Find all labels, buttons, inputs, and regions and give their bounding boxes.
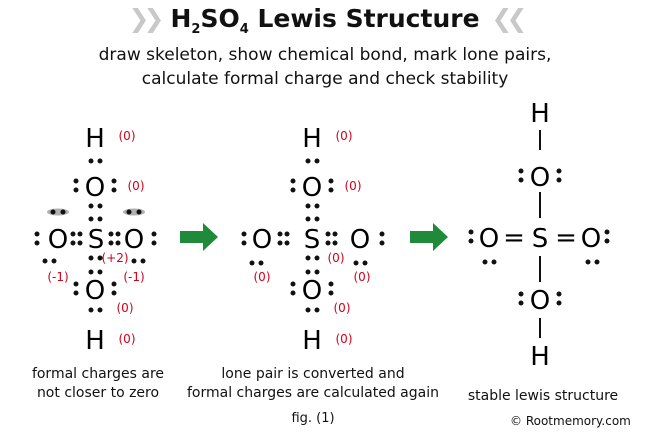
lone-pairs-o-top	[73, 158, 117, 209]
caption-middle-line-1: lone pair is converted and	[221, 366, 405, 382]
page-title: ❯❯H2SO4 Lewis Structure❮❮	[0, 4, 650, 37]
lone-pairs-o-side-3	[468, 229, 610, 265]
atom-o-top-2: O	[302, 173, 322, 203]
charge-o-left-2: (0)	[254, 270, 271, 284]
bond-double-left: =	[503, 223, 525, 253]
atom-o-bottom-3: O	[530, 286, 550, 316]
atom-h-bottom-3: H	[530, 342, 550, 372]
atom-o-bottom-2: O	[302, 276, 322, 306]
atom-s-3: S	[532, 224, 549, 254]
atom-o-top-3: O	[530, 163, 550, 193]
atom-o-right: O	[124, 225, 144, 255]
charge-s: (+2)	[101, 251, 128, 265]
charge-s-2: (0)	[328, 251, 345, 265]
atom-o-left-3: O	[479, 224, 499, 254]
atom-o-left-2: O	[252, 225, 272, 255]
atom-h-top-3: H	[530, 99, 550, 129]
lone-pairs-o-top-3	[518, 168, 562, 183]
charge-h-top-2: (0)	[336, 129, 353, 143]
arrow-right-icon	[410, 223, 448, 251]
atom-o-right-3: O	[581, 224, 601, 254]
charge-o-bottom: (0)	[117, 301, 134, 315]
formula-h: H	[170, 4, 192, 33]
atom-o-right-2: O	[350, 225, 370, 255]
atom-h-bottom-2: H	[302, 326, 322, 356]
subtitle-line-2: calculate formal charge and check stabil…	[141, 69, 509, 89]
atom-h-top: H	[85, 124, 105, 154]
caption-left: formal charges are not closer to zero	[18, 365, 178, 403]
structure-initial: H (0) O (0) O S	[34, 124, 157, 356]
formula-sub-4: 4	[239, 22, 249, 37]
caption-left-line-2: not closer to zero	[36, 385, 160, 401]
atom-s: S	[88, 225, 105, 255]
figure-label: fig. (1)	[291, 411, 335, 426]
lone-pairs-s-row-2	[241, 216, 385, 266]
copyright: © Rootmemory.com	[510, 414, 631, 428]
lone-pairs-o-bottom-2	[290, 269, 334, 313]
atom-h-top-2: H	[302, 124, 322, 154]
charge-o-top: (0)	[128, 179, 145, 193]
charge-o-bottom-2: (0)	[334, 301, 351, 315]
charge-o-right-2: (0)	[354, 270, 371, 284]
structure-converted: H (0) O (0) O S O (0) (0) (0)	[241, 124, 385, 356]
caption-right: stable lewis structure	[467, 388, 619, 404]
atom-o-top: O	[85, 173, 105, 203]
lone-pairs-o-bottom-3	[518, 291, 562, 306]
lone-pairs-s-row	[34, 216, 157, 264]
charge-o-right: (-1)	[123, 270, 144, 284]
formula-so: SO	[200, 4, 240, 33]
caption-middle: lone pair is converted and formal charge…	[178, 365, 448, 403]
caption-left-line-1: formal charges are	[31, 366, 165, 382]
charge-o-top-2: (0)	[345, 179, 362, 193]
charge-h-bottom-2: (0)	[336, 332, 353, 346]
charge-h-bottom: (0)	[119, 332, 136, 346]
charge-h-top: (0)	[119, 129, 136, 143]
atom-o-bottom: O	[85, 276, 105, 306]
caption-middle-line-2: formal charges are calculated again	[186, 385, 439, 401]
arrow-right-icon	[180, 223, 218, 251]
bond-double-right: =	[555, 223, 577, 253]
structure-stable: H O O = S = O O H	[468, 99, 610, 372]
charge-o-left: (-1)	[47, 270, 68, 284]
lone-pairs-o-top-2	[290, 158, 334, 209]
highlighted-lone-pairs	[47, 208, 145, 216]
atom-h-bottom: H	[85, 326, 105, 356]
title-text: Lewis Structure	[248, 4, 480, 33]
subtitle-line-1: draw skeleton, show chemical bond, mark …	[98, 45, 552, 65]
formula-sub-2: 2	[191, 22, 201, 37]
lone-pairs-o-bottom	[73, 269, 117, 313]
atom-s-2: S	[304, 225, 321, 255]
atom-o-left: O	[48, 225, 68, 255]
